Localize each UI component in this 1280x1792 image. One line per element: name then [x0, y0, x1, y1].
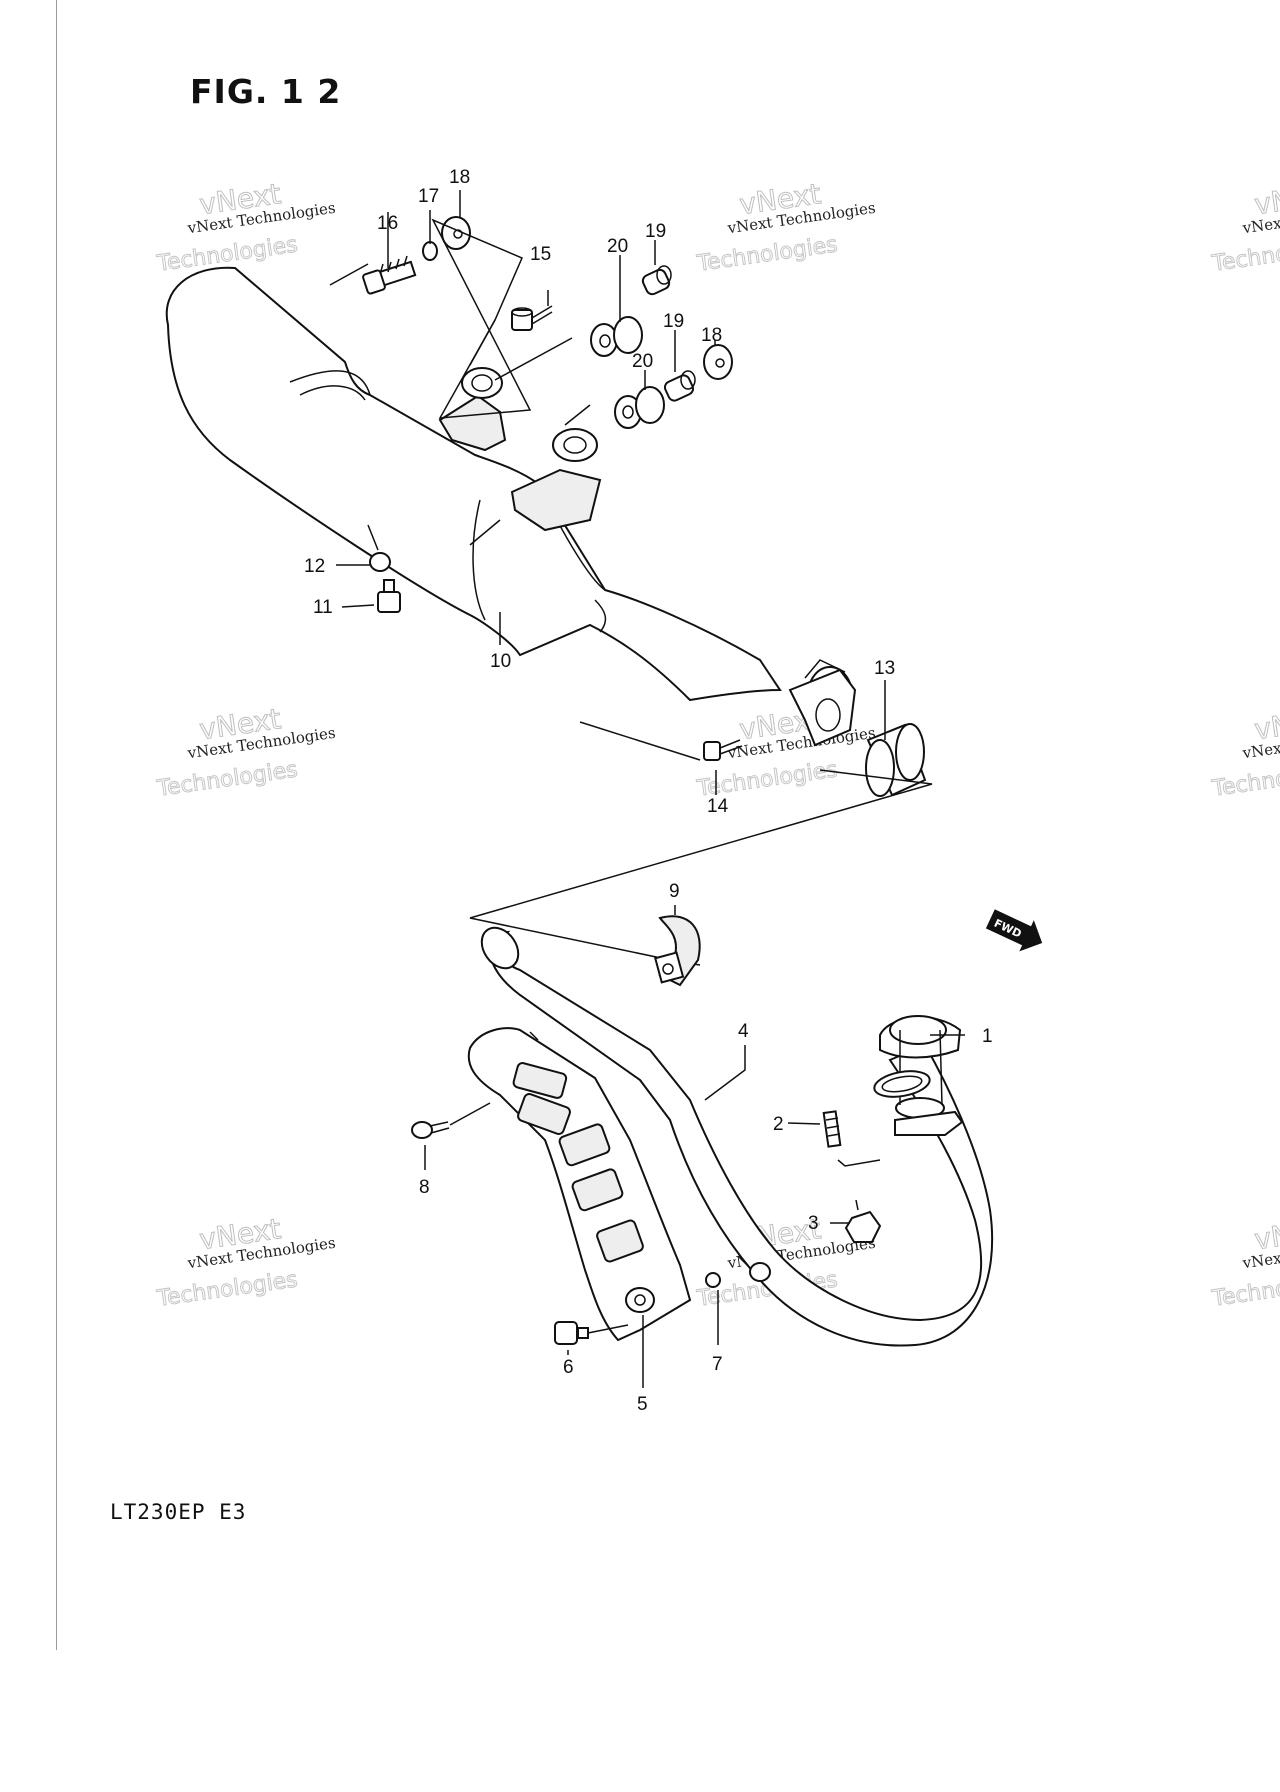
svg-text:Technologies: Technologies	[1210, 757, 1280, 802]
callout-18-upper: 18	[449, 167, 470, 188]
callouts	[336, 190, 965, 1388]
screw-8	[411, 1102, 491, 1139]
callout-3: 3	[808, 1213, 819, 1234]
bolt-11	[377, 579, 401, 613]
watermark: vNext Technologies vNext Technologies	[1209, 1212, 1280, 1313]
collar-19-lower	[663, 370, 696, 402]
callout-17: 17	[418, 186, 439, 207]
bolt-15	[511, 305, 553, 331]
watermark: vNext Technologies vNext Technologies	[154, 177, 336, 278]
nut-3	[844, 1199, 882, 1243]
lock-washer-17	[422, 241, 438, 261]
callout-12: 12	[304, 556, 325, 577]
callout-5: 5	[637, 1394, 648, 1415]
callout-1: 1	[982, 1026, 993, 1047]
fwd-arrow-icon: FWD	[985, 909, 1043, 952]
callout-7: 7	[712, 1354, 723, 1375]
svg-text:Technologies: Technologies	[695, 232, 839, 277]
washer-18-lower	[703, 344, 733, 380]
svg-text:Technologies: Technologies	[1210, 1267, 1280, 1312]
washer-7	[705, 1262, 771, 1288]
model-code: LT230EP E3	[110, 1500, 247, 1524]
callout-19-upper: 19	[645, 221, 666, 242]
gasket-1	[873, 1070, 931, 1098]
callout-19-lower: 19	[663, 311, 684, 332]
figure-title: FIG. 1 2	[190, 72, 342, 111]
bolt-16	[362, 255, 417, 295]
watermark: vNext Technologies vNext Technologies	[1209, 702, 1280, 803]
exhaust-pipe	[480, 915, 994, 1347]
bolt-14	[703, 739, 743, 761]
callout-10: 10	[490, 651, 511, 672]
callout-15: 15	[530, 244, 551, 265]
callout-20-lower: 20	[632, 351, 653, 372]
callout-20-upper: 20	[607, 236, 628, 257]
lower-hardware	[411, 1070, 931, 1345]
scan-margin-line	[56, 0, 57, 1650]
svg-text:Technologies: Technologies	[155, 1267, 299, 1312]
callout-9: 9	[669, 881, 680, 902]
callout-6: 6	[563, 1357, 574, 1378]
svg-text:Technologies: Technologies	[1210, 232, 1280, 277]
grommet-20-upper	[590, 316, 643, 357]
washer-18-upper	[441, 216, 471, 250]
heat-shield	[467, 1027, 692, 1342]
upper-hardware	[362, 216, 927, 797]
watermark: vNext Technologies vNext Technologies	[694, 177, 876, 278]
callout-13: 13	[874, 658, 895, 679]
watermark: vNext Technologies vNext Technologies	[1209, 177, 1280, 278]
collar-19-upper	[641, 265, 672, 296]
callout-2: 2	[773, 1114, 784, 1135]
nut-12	[369, 552, 391, 572]
callout-18-lower: 18	[701, 325, 722, 346]
callout-16: 16	[377, 213, 398, 234]
callout-8: 8	[419, 1177, 430, 1198]
callout-labels: 1 2 3 4 5 6 7 8 9 10 11 12 13 14 15 16 1…	[304, 167, 993, 1415]
callout-14: 14	[707, 796, 729, 817]
muffler	[165, 266, 857, 747]
svg-text:Technologies: Technologies	[155, 757, 299, 802]
grommet-20-lower	[614, 386, 665, 429]
bolt-6	[554, 1321, 629, 1345]
callout-4: 4	[738, 1021, 749, 1042]
watermark: vNext Technologies vNext Technologies	[154, 1212, 336, 1313]
stud-2	[822, 1110, 842, 1148]
gasket-13	[865, 723, 927, 797]
watermark: vNext Technologies vNext Technologies	[154, 702, 336, 803]
callout-11: 11	[313, 597, 333, 618]
